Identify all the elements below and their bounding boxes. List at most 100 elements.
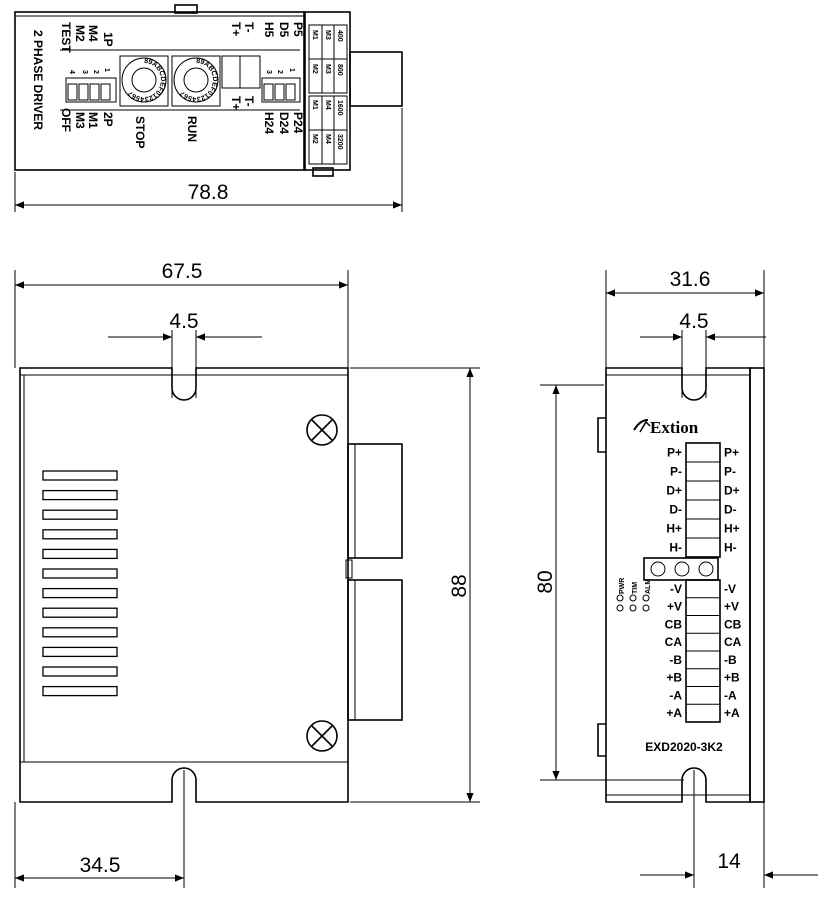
table-top-0: M1 [311, 30, 318, 40]
extion-logo: Extion [633, 418, 699, 437]
setting-table: M1 M2 M3 M3 400 800 M1 M2 M4 M4 1600 320… [308, 24, 348, 165]
table-bottom-4: 1600 [336, 100, 343, 116]
top-terminal-block [221, 55, 261, 89]
terminal-label-left: -B [669, 653, 682, 667]
top-test-label: TEST [59, 22, 73, 53]
terminal-label-left: +A [666, 706, 682, 720]
top-label-m4: M4 [86, 25, 100, 42]
table-top-5: 800 [336, 64, 343, 76]
bottom-terminal-tminus: T- [242, 96, 256, 107]
led-pwr-icon [616, 594, 624, 612]
led-alm-icon [642, 594, 650, 612]
terminal-label-right: +V [724, 600, 739, 614]
top-terminal-tplus: T+ [229, 22, 243, 36]
terminal-label-left: H+ [666, 522, 682, 536]
terminal-label-left: +B [666, 671, 682, 685]
mode-p24: P24 [291, 112, 305, 134]
terminal-label-right: P+ [724, 446, 739, 460]
mode-d24: D24 [277, 112, 291, 134]
terminal-label-right: H- [724, 541, 737, 555]
top-view: 2 PHASE DRIVER TEST M2 M4 1P OFF M3 M1 2… [14, 4, 403, 212]
stop-label: STOP [133, 116, 147, 148]
dip-left-num-3: 3 [81, 70, 88, 74]
run-label: RUN [185, 116, 199, 142]
terminal-label-left: D- [669, 503, 682, 517]
top-width-dim: 78.8 [188, 181, 229, 204]
side-height-dim: 88 [448, 574, 471, 597]
side-offset-dim: 34.5 [80, 854, 121, 877]
led-alm-label: ALM [645, 579, 652, 594]
table-bottom-1: M2 [311, 134, 318, 144]
terminal-label-left: CA [665, 635, 683, 649]
terminal-label-right: H+ [724, 522, 740, 536]
terminal-label-left: -V [670, 582, 682, 596]
terminal-strip-upper: P+P+P-P-D+D+D-D-H+H+H-H- [666, 442, 740, 558]
top-label-m3: M3 [73, 112, 87, 129]
side-connector-top [347, 443, 403, 559]
top-title: 2 PHASE DRIVER [31, 30, 45, 130]
status-leds: PWR TIM ALM [616, 578, 652, 612]
led-tim-icon [629, 594, 637, 612]
top-label-2p: 2P [101, 112, 115, 127]
mode-h5: H5 [262, 22, 276, 38]
terminal-label-right: P- [724, 465, 736, 479]
rotary-dial-stop: 89ABCDEF01234567 [119, 55, 169, 107]
vent-slots [42, 470, 118, 697]
dip-switch-right: 3 2 1 [261, 68, 301, 103]
top-label-1p: 1P [101, 32, 115, 47]
top-view-foot [312, 167, 334, 177]
table-top-4: 400 [336, 30, 343, 42]
table-top-1: M2 [311, 64, 318, 74]
front-slot-dim: 4.5 [679, 310, 708, 333]
front-side-rail [749, 367, 765, 803]
rotary-dial-run: 89ABCDEF01234567 [171, 55, 221, 107]
table-bottom-3: M4 [324, 134, 331, 144]
top-terminal-tminus: T- [242, 22, 256, 33]
led-circle-1 [650, 561, 666, 577]
dip-right-num-3: 3 [265, 70, 272, 74]
vent-slot [42, 646, 118, 658]
front-width-dim: 31.6 [670, 268, 711, 291]
screw-bottom-icon [306, 720, 338, 752]
terminal-label-right: D- [724, 503, 737, 517]
mode-h24: H24 [262, 112, 276, 134]
vent-slot [42, 568, 118, 579]
top-label-off: OFF [59, 108, 73, 132]
led-tim-label: TIM [632, 582, 639, 594]
screw-top-icon [306, 414, 338, 446]
dip-right-num-2: 2 [276, 70, 283, 74]
terminal-label-right: -V [724, 582, 736, 596]
vent-slot [42, 529, 118, 540]
led-circle-2 [674, 561, 690, 577]
vent-slot [42, 607, 118, 618]
terminal-label-right: +B [724, 671, 740, 685]
top-label-m2: M2 [73, 25, 87, 42]
side-width-dim: 67.5 [162, 260, 203, 283]
dip-right-num-1: 1 [288, 68, 295, 72]
led-block [643, 557, 719, 581]
terminal-label-right: CB [724, 617, 742, 631]
mode-d5: D5 [277, 22, 291, 38]
vent-slot [42, 685, 118, 697]
terminal-label-left: D+ [666, 484, 682, 498]
vent-slot [42, 627, 118, 638]
dip-left-num-1: 1 [103, 68, 110, 72]
side-view: 67.5 4.5 88 34.5 [14, 260, 480, 888]
bottom-terminal-tplus: T+ [229, 96, 243, 110]
terminal-label-right: -A [724, 688, 737, 702]
dip-left-num-4: 4 [68, 70, 75, 74]
side-slot-dim: 4.5 [169, 310, 198, 333]
terminal-label-left: CB [665, 617, 683, 631]
vent-slot [42, 509, 118, 520]
vent-slot [42, 587, 118, 599]
table-top-2: M3 [324, 30, 331, 40]
table-bottom-0: M1 [311, 100, 318, 110]
terminal-label-left: H- [669, 541, 682, 555]
top-view-body [14, 11, 306, 171]
table-top-3: M3 [324, 64, 331, 74]
front-height-dim: 80 [534, 570, 557, 593]
table-bottom-2: M4 [324, 100, 331, 110]
mode-p5: P5 [291, 22, 305, 37]
terminal-label-left: +V [667, 600, 682, 614]
